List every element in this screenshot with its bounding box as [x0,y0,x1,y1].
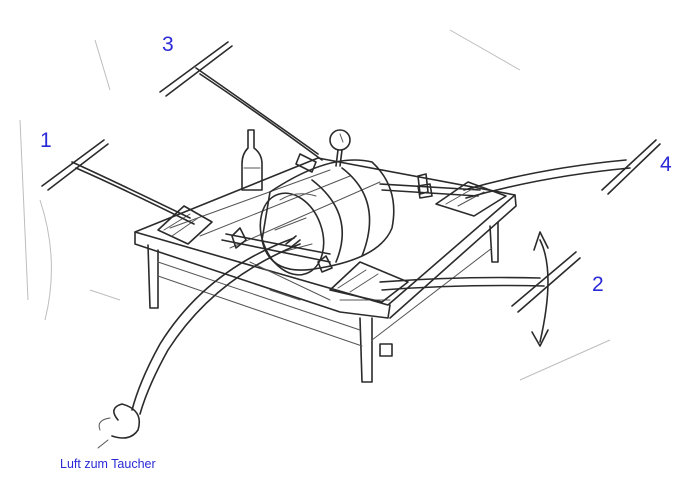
pressure-gauge-icon [329,129,351,167]
pump-handle-1 [41,139,195,225]
rotation-arrow-icon [531,231,549,347]
air-hose [97,237,301,449]
pump-handle-3 [159,41,323,161]
pump-handle-4 [463,139,661,199]
table [134,157,517,383]
label-pump-2: 2 [592,273,604,296]
label-pump-4: 4 [660,153,672,176]
label-pump-3: 3 [162,33,174,56]
bottle-icon [241,129,263,191]
pump-handle-2 [379,251,581,313]
barrel [259,159,395,276]
pump-stands [295,153,433,199]
caption-air-to-diver: Luft zum Taucher [60,457,156,471]
label-pump-1: 1 [40,129,52,152]
